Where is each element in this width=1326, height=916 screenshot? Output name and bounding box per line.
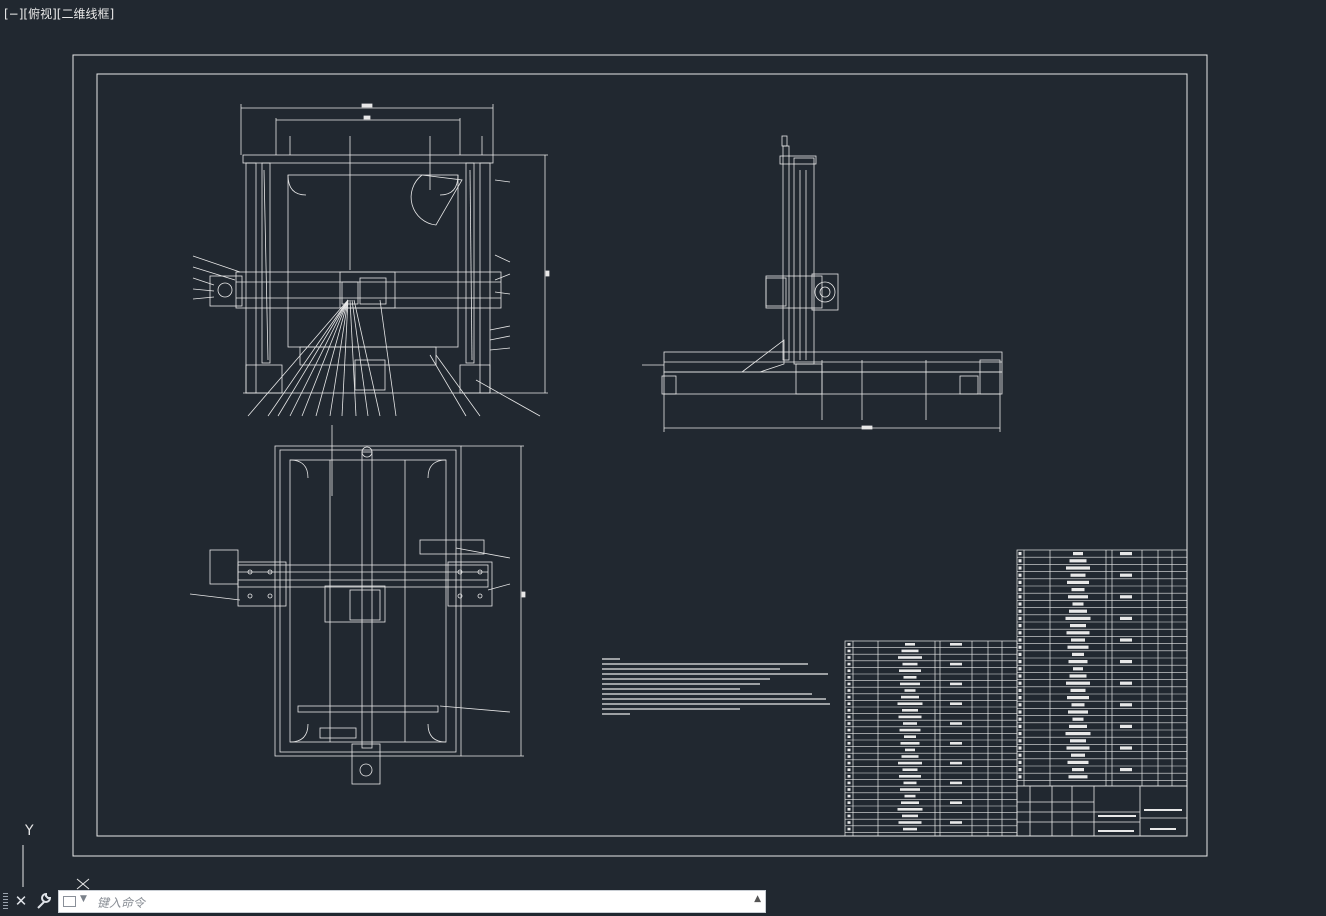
chevron-down-icon[interactable]: ▼ xyxy=(80,894,87,904)
viewport-controls-label[interactable]: [−][俯视][二维线框] xyxy=(4,7,115,21)
top-view xyxy=(189,425,526,785)
close-icon[interactable]: ✕ xyxy=(14,892,28,910)
command-line-bar: ✕ ▼ ▲ xyxy=(0,888,768,914)
side-view xyxy=(642,135,1003,432)
ucs-icon xyxy=(22,845,90,890)
parts-list-right xyxy=(1016,549,1188,787)
grip-handle[interactable] xyxy=(3,893,8,910)
technical-notes xyxy=(602,658,830,715)
title-block-text xyxy=(1098,809,1182,832)
wrench-icon[interactable] xyxy=(35,891,53,911)
prompt-icon[interactable] xyxy=(63,896,76,907)
sheet-inner-frame xyxy=(96,73,1188,837)
ucs-y-label: Y xyxy=(25,823,34,839)
sheet-outer-border xyxy=(72,54,1208,857)
command-input-box[interactable]: ▼ ▲ xyxy=(58,890,766,913)
parts-list-left xyxy=(844,640,1018,837)
front-view xyxy=(192,103,550,417)
title-block xyxy=(1016,785,1188,837)
command-input[interactable] xyxy=(95,892,749,913)
triangle-up-icon[interactable]: ▲ xyxy=(754,894,761,904)
